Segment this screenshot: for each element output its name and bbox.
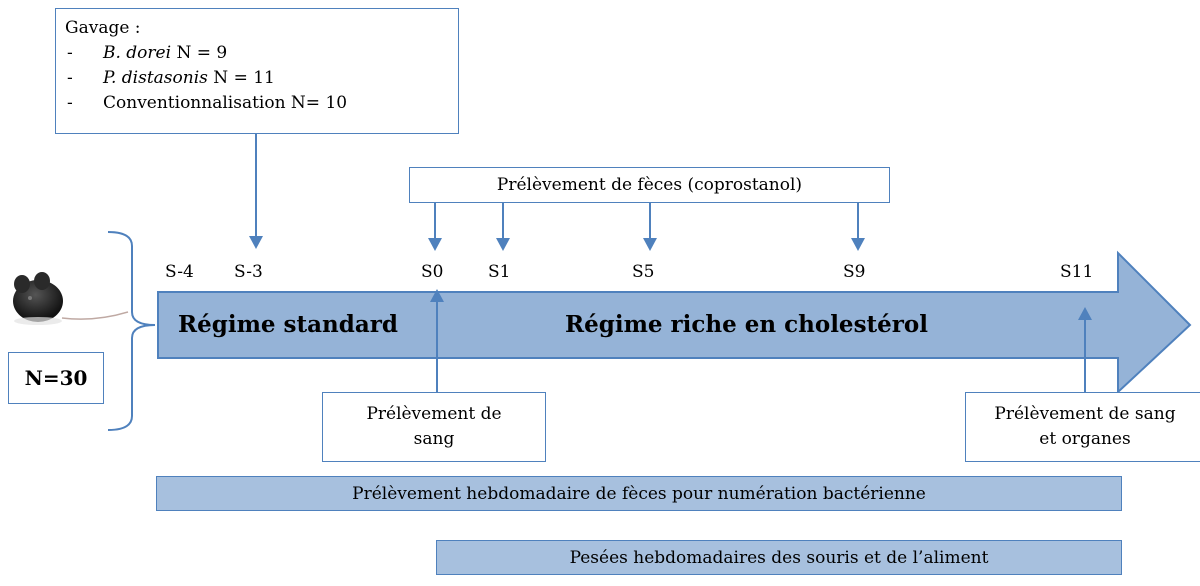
- list-item: B. dorei N = 9: [65, 41, 458, 66]
- group-bracket: [107, 231, 156, 431]
- feces-sampling-label: Prélèvement de fèces (coprostanol): [496, 175, 803, 195]
- list-item: P. distasonis N = 11: [65, 66, 458, 91]
- mouse-count-label: N=30: [24, 366, 88, 390]
- feces-sampling-box: Prélèvement de fèces (coprostanol): [409, 167, 890, 203]
- week-label: S11: [1060, 262, 1094, 282]
- mouse-count-box: N=30: [8, 352, 104, 404]
- blood-arrows: [430, 289, 1092, 392]
- timeline-arrow: [157, 250, 1192, 395]
- blood-sampling-s0-box: Prélèvement de sang: [322, 392, 546, 462]
- week-label: S5: [632, 262, 655, 282]
- weekly-feces-bar: Prélèvement hebdomadaire de fèces pour n…: [156, 476, 1122, 511]
- mouse-photo: [13, 272, 129, 325]
- gavage-list: B. dorei N = 9 P. distasonis N = 11 Conv…: [65, 41, 458, 116]
- gavage-box: Gavage : B. dorei N = 9 P. distasonis N …: [55, 8, 459, 134]
- gavage-title: Gavage :: [65, 18, 141, 38]
- blood-organ-sampling-s11-box: Prélèvement de sang et organes: [965, 392, 1200, 462]
- week-label: S0: [421, 262, 444, 282]
- list-item: Conventionnalisation N= 10: [65, 91, 458, 116]
- weekly-weighing-bar: Pesées hebdomadaires des souris et de l’…: [436, 540, 1122, 575]
- gavage-arrow-head: [249, 236, 263, 249]
- week-label: S1: [488, 262, 511, 282]
- diet-cholesterol-label: Régime riche en cholestérol: [565, 311, 928, 338]
- feces-arrows: [428, 203, 865, 251]
- week-label: S9: [843, 262, 866, 282]
- week-label: S-4: [165, 262, 194, 282]
- diet-standard-label: Régime standard: [178, 311, 398, 338]
- week-label: S-3: [234, 262, 263, 282]
